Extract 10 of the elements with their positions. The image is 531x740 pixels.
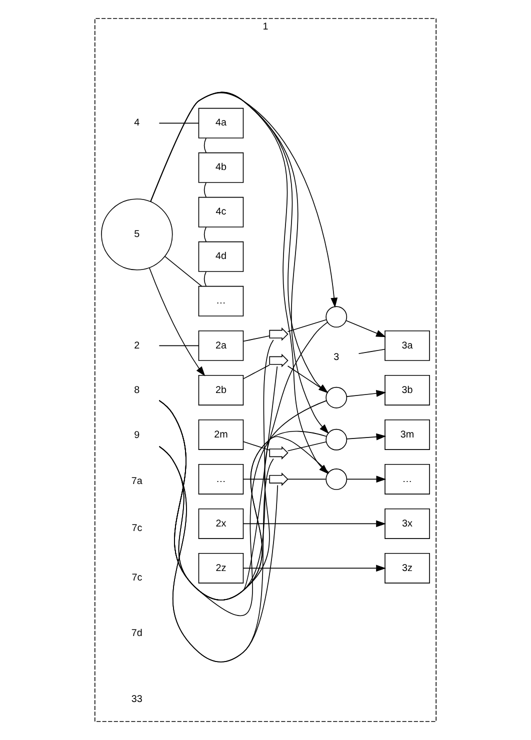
node-text: 3: [334, 352, 340, 363]
label: 7c: [132, 523, 142, 534]
label: 7d: [131, 628, 142, 639]
node-text: 2: [134, 340, 140, 352]
label: 7a: [131, 476, 142, 488]
node-text: 8: [134, 384, 140, 396]
node-text: 9: [134, 430, 140, 442]
node-text: 4: [134, 118, 140, 129]
label: 7c: [132, 572, 142, 584]
label: 33: [131, 694, 142, 705]
